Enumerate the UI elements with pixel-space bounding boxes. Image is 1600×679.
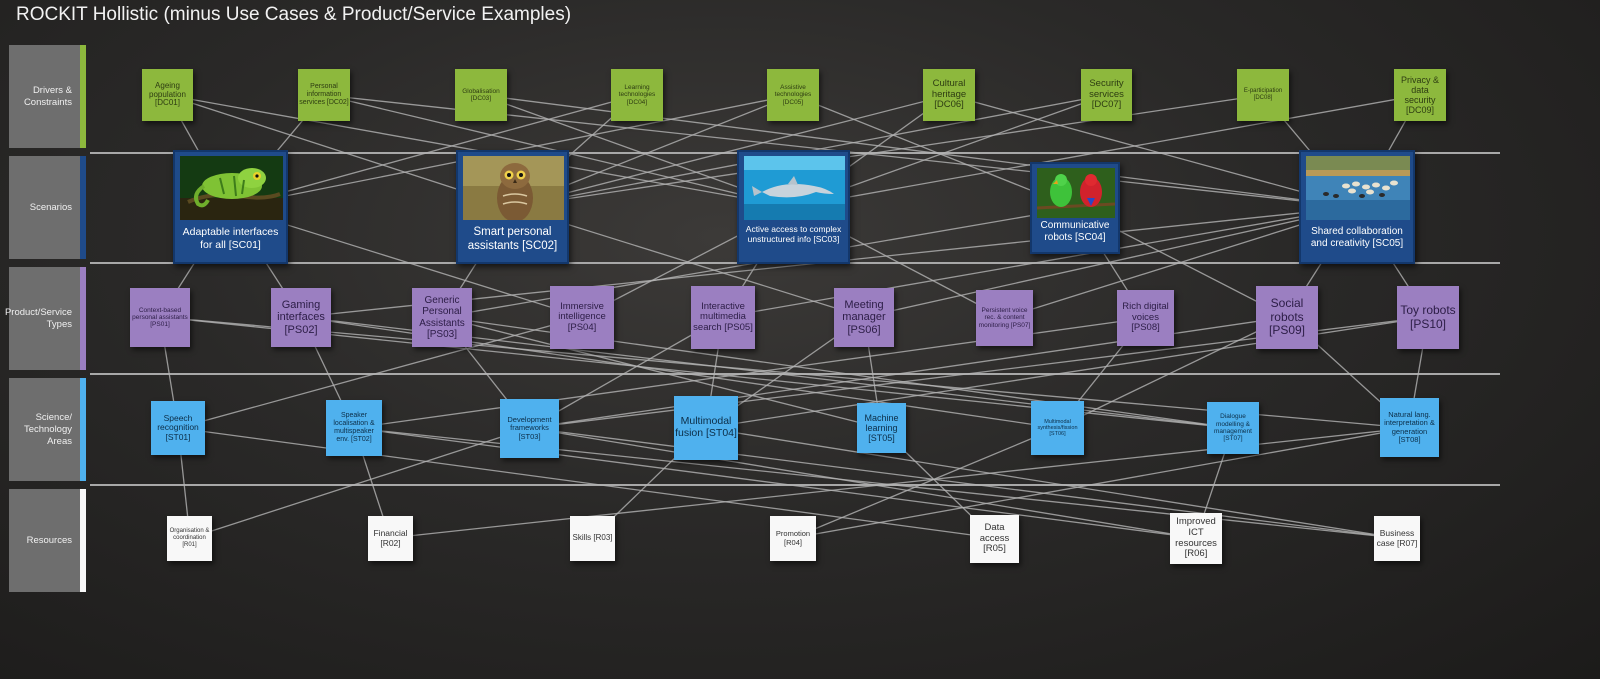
connector-dc01-sc02 <box>166 94 513 209</box>
product-node-ps05[interactable]: Interactive multimedia search [PS05] <box>691 286 755 349</box>
connector-r06-st03 <box>528 424 1197 539</box>
owl-image <box>463 156 564 220</box>
driver-node-dc01[interactable]: Ageing population [DC01] <box>142 69 193 121</box>
science-node-st03[interactable]: Development frameworks [ST03] <box>500 399 559 458</box>
scenario-label: Active access to complex unstructured in… <box>745 224 842 245</box>
connector-st08-ps01 <box>159 313 1410 429</box>
connector-ps06-sc02 <box>511 205 865 318</box>
connector-st05-ps03 <box>441 314 882 429</box>
product-node-ps08[interactable]: Rich digital voices [PS08] <box>1117 290 1174 346</box>
lane-label-science: Science/ Technology Areas <box>9 378 80 481</box>
lane-bar-science <box>80 378 86 481</box>
connector-dc06-sc05 <box>948 94 1358 210</box>
connector-r07-st04 <box>705 424 1398 539</box>
product-node-ps06[interactable]: Meeting manager [PS06] <box>834 288 894 347</box>
connector-dc06-sc02 <box>511 94 950 210</box>
connector-dc09-sc03 <box>792 94 1421 211</box>
science-node-st06[interactable]: Multimodal synthesis/fission [ST06] <box>1031 401 1084 455</box>
product-node-ps02[interactable]: Gaming interfaces [PS02] <box>271 288 331 347</box>
science-node-st04[interactable]: Multimodal fusion [ST04] <box>674 396 738 460</box>
scenario-node-sc04[interactable]: Communicative robots [SC04] <box>1030 162 1120 254</box>
connector-dc08-sc02 <box>511 94 1264 211</box>
connector-st06-ps09 <box>1056 316 1288 429</box>
scenario-node-sc03[interactable]: Active access to complex unstructured in… <box>737 150 850 264</box>
connector-dc04-sc01 <box>229 94 638 210</box>
diagram-title: ROCKIT Hollistic (minus Use Cases & Prod… <box>16 4 572 25</box>
birds-on-water-image <box>1306 156 1410 220</box>
connector-r01-st03 <box>189 426 530 539</box>
product-node-ps04[interactable]: Immersive intelligence [PS04] <box>550 286 614 349</box>
connector-ps07-sc05 <box>1003 205 1358 319</box>
scenario-node-sc01[interactable]: Adaptable interfaces for all [SC01] <box>173 150 288 264</box>
connector-r05-st01 <box>177 424 995 539</box>
driver-node-dc07[interactable]: Security services [DC07] <box>1081 69 1132 121</box>
connector-ps05-sc05 <box>722 203 1358 318</box>
connector-dc05-sc04 <box>792 94 1076 210</box>
connector-r04-st06 <box>792 426 1058 539</box>
lane-bar-scenarios <box>80 156 86 259</box>
product-node-ps03[interactable]: Generic Personal Assistants [PS03] <box>412 288 472 347</box>
resource-node-r02[interactable]: Financial [R02] <box>368 516 413 561</box>
lane-label-scenarios: Scenarios <box>9 156 80 259</box>
resource-node-r06[interactable]: Improved ICT resources [R06] <box>1170 513 1222 564</box>
scenario-label: Adaptable interfaces for all [SC01] <box>182 226 279 251</box>
parrots-image <box>1037 168 1115 218</box>
science-node-st02[interactable]: Speaker localisation & multispeaker env.… <box>326 400 382 456</box>
connector-ps06-sc05 <box>863 204 1358 318</box>
driver-node-dc08[interactable]: E-participation [DC08] <box>1237 69 1289 121</box>
lane-label-products: Product/Service Types <box>5 267 80 370</box>
resource-node-r03[interactable]: Skills [R03] <box>570 516 615 561</box>
dolphin-image <box>744 156 845 220</box>
scenario-node-sc02[interactable]: Smart personal assistants [SC02] <box>456 150 569 264</box>
product-node-ps01[interactable]: Context-based personal assistants [PS01] <box>130 288 190 347</box>
connector-r04-st08 <box>792 424 1410 539</box>
scenario-label: Smart personal assistants [SC02] <box>467 226 558 252</box>
resource-node-r05[interactable]: Data access [R05] <box>970 515 1019 563</box>
product-node-ps07[interactable]: Persistent voice rec. & content monitori… <box>976 290 1033 346</box>
lane-bar-resources <box>80 489 86 592</box>
science-node-st05[interactable]: Machine learning [ST05] <box>857 403 906 453</box>
driver-node-dc02[interactable]: Personal information services [DC02] <box>298 69 350 121</box>
lane-bar-products <box>80 267 86 370</box>
connector-st03-ps05 <box>528 316 724 429</box>
resource-node-r07[interactable]: Business case [R07] <box>1374 516 1420 561</box>
driver-node-dc06[interactable]: Cultural heritage [DC06] <box>923 69 975 121</box>
chameleon-image <box>180 156 283 220</box>
driver-node-dc05[interactable]: Assistive technologies [DC05] <box>767 69 819 121</box>
scenario-label: Communicative robots [SC04] <box>1040 220 1110 243</box>
connector-r07-st03 <box>528 424 1398 539</box>
product-node-ps09[interactable]: Social robots [PS09] <box>1256 286 1318 349</box>
scenario-node-sc05[interactable]: Shared collaboration and creativity [SC0… <box>1299 150 1415 264</box>
science-node-st01[interactable]: Speech recognition [ST01] <box>151 401 205 455</box>
connector-ps04-sc01 <box>229 205 583 318</box>
resource-node-r01[interactable]: Organisation & coordination [R01] <box>167 516 212 561</box>
scenario-label: Shared collaboration and creativity [SC0… <box>1310 226 1404 249</box>
science-node-st08[interactable]: Natural lang. interpretation & generatio… <box>1380 398 1439 457</box>
lane-bar-drivers <box>80 45 86 148</box>
product-node-ps10[interactable]: Toy robots [PS10] <box>1397 286 1459 349</box>
driver-node-dc03[interactable]: Globalisation [DC03] <box>455 69 507 121</box>
driver-node-dc09[interactable]: Privacy & data security [DC09] <box>1394 69 1446 121</box>
connector-r06-st02 <box>353 424 1197 539</box>
science-node-st07[interactable]: Dialogue modelling & management [ST07] <box>1207 402 1259 454</box>
resource-node-r04[interactable]: Promotion [R04] <box>770 516 816 561</box>
driver-node-dc04[interactable]: Learning technologies [DC04] <box>611 69 663 121</box>
lane-label-drivers: Drivers & Constraints <box>9 45 80 148</box>
lane-label-resources: Resources <box>9 489 80 592</box>
